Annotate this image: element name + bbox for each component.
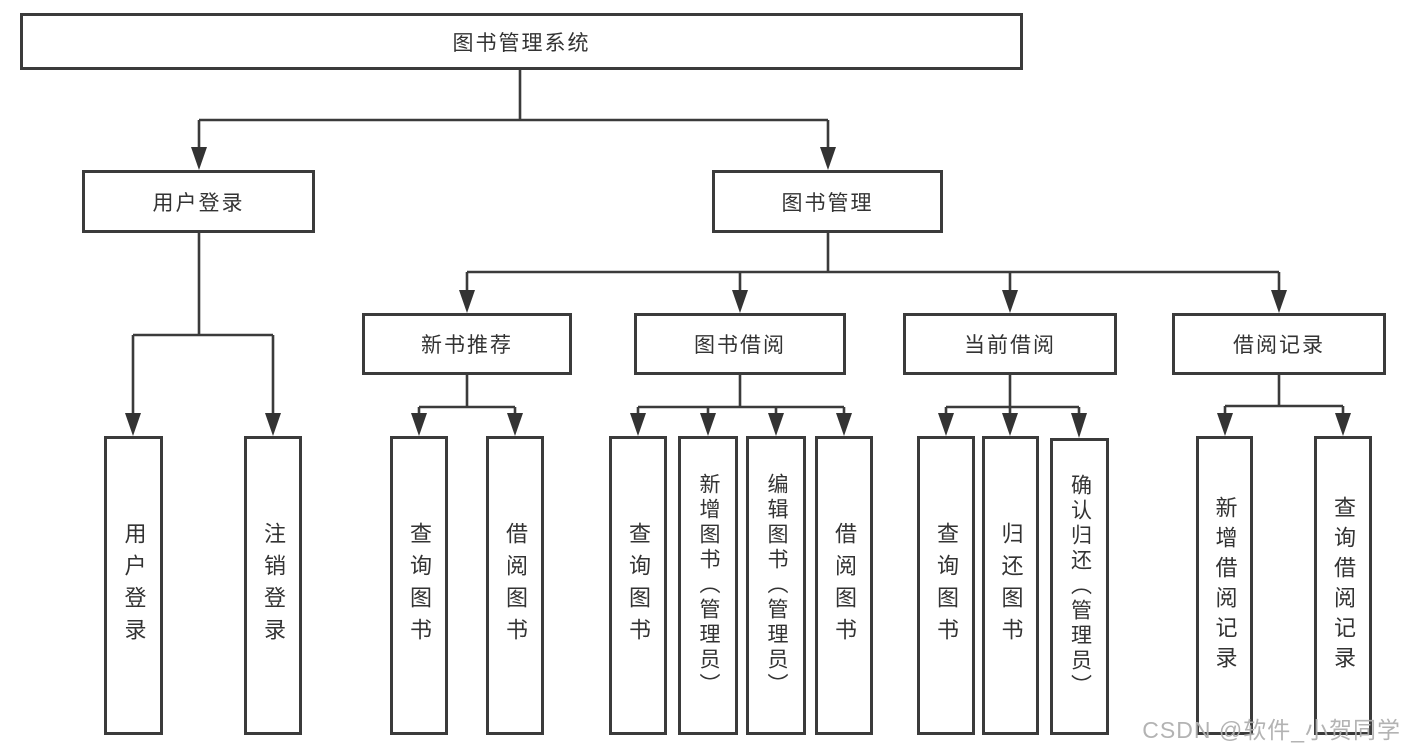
- node-user-login-label: 用户登录: [152, 191, 245, 215]
- leaf-return-books-label: 归还图书: [998, 521, 1024, 650]
- leaf-query-borrow-record: 查询借阅记录: [1314, 436, 1372, 735]
- tree-edges: [131, 70, 1345, 416]
- node-borrow-records-label: 借阅记录: [1233, 334, 1325, 357]
- leaf-user-login-label: 用户登录: [121, 521, 147, 650]
- leaf-query-books-current-label: 查询图书: [934, 521, 959, 650]
- leaf-add-borrow-record-label: 新增借阅记录: [1212, 495, 1238, 676]
- leaf-add-books-admin: 新增图书（管理员）: [678, 436, 738, 735]
- leaf-logout: 注销登录: [244, 436, 302, 735]
- csdn-watermark: CSDN @软件_小贺同学: [1142, 717, 1401, 743]
- leaf-query-books-current: 查询图书: [917, 436, 975, 735]
- node-borrow-records: 借阅记录: [1172, 313, 1386, 375]
- leaf-query-books-borrow-label: 查询图书: [626, 521, 651, 650]
- node-current-borrow-label: 当前借阅: [964, 334, 1056, 357]
- leaf-borrow-books-recommend: 借阅图书: [486, 436, 544, 735]
- node-library-management-system: 图书管理系统: [20, 13, 1023, 70]
- leaf-add-books-admin-label: 新增图书（管理员）: [697, 473, 720, 698]
- node-root-label: 图书管理系统: [452, 31, 591, 55]
- node-user-login: 用户登录: [82, 170, 315, 233]
- arrow-heads: [125, 147, 1351, 438]
- node-new-book-recommend: 新书推荐: [362, 313, 572, 375]
- leaf-query-books-borrow: 查询图书: [609, 436, 667, 735]
- leaf-edit-books-admin: 编辑图书（管理员）: [746, 436, 806, 735]
- leaf-user-login: 用户登录: [104, 436, 163, 735]
- node-book-borrow: 图书借阅: [634, 313, 846, 375]
- leaf-borrow-books: 借阅图书: [815, 436, 873, 735]
- node-book-borrow-label: 图书借阅: [694, 334, 786, 357]
- node-new-book-recommend-label: 新书推荐: [421, 334, 513, 357]
- leaf-borrow-books-recommend-label: 借阅图书: [503, 521, 528, 650]
- leaf-logout-label: 注销登录: [261, 521, 286, 650]
- leaf-query-books-recommend: 查询图书: [390, 436, 448, 735]
- leaf-edit-books-admin-label: 编辑图书（管理员）: [765, 473, 788, 698]
- node-book-management-label: 图书管理: [781, 191, 874, 215]
- leaf-query-borrow-record-label: 查询借阅记录: [1331, 495, 1356, 676]
- node-book-management: 图书管理: [712, 170, 943, 233]
- leaf-confirm-return-admin-label: 确认归还（管理员）: [1068, 474, 1092, 699]
- leaf-return-books: 归还图书: [982, 436, 1039, 735]
- leaf-add-borrow-record: 新增借阅记录: [1196, 436, 1253, 735]
- leaf-query-books-recommend-label: 查询图书: [407, 521, 432, 650]
- node-current-borrow: 当前借阅: [903, 313, 1117, 375]
- leaf-confirm-return-admin: 确认归还（管理员）: [1050, 438, 1109, 735]
- leaf-borrow-books-label: 借阅图书: [832, 521, 857, 650]
